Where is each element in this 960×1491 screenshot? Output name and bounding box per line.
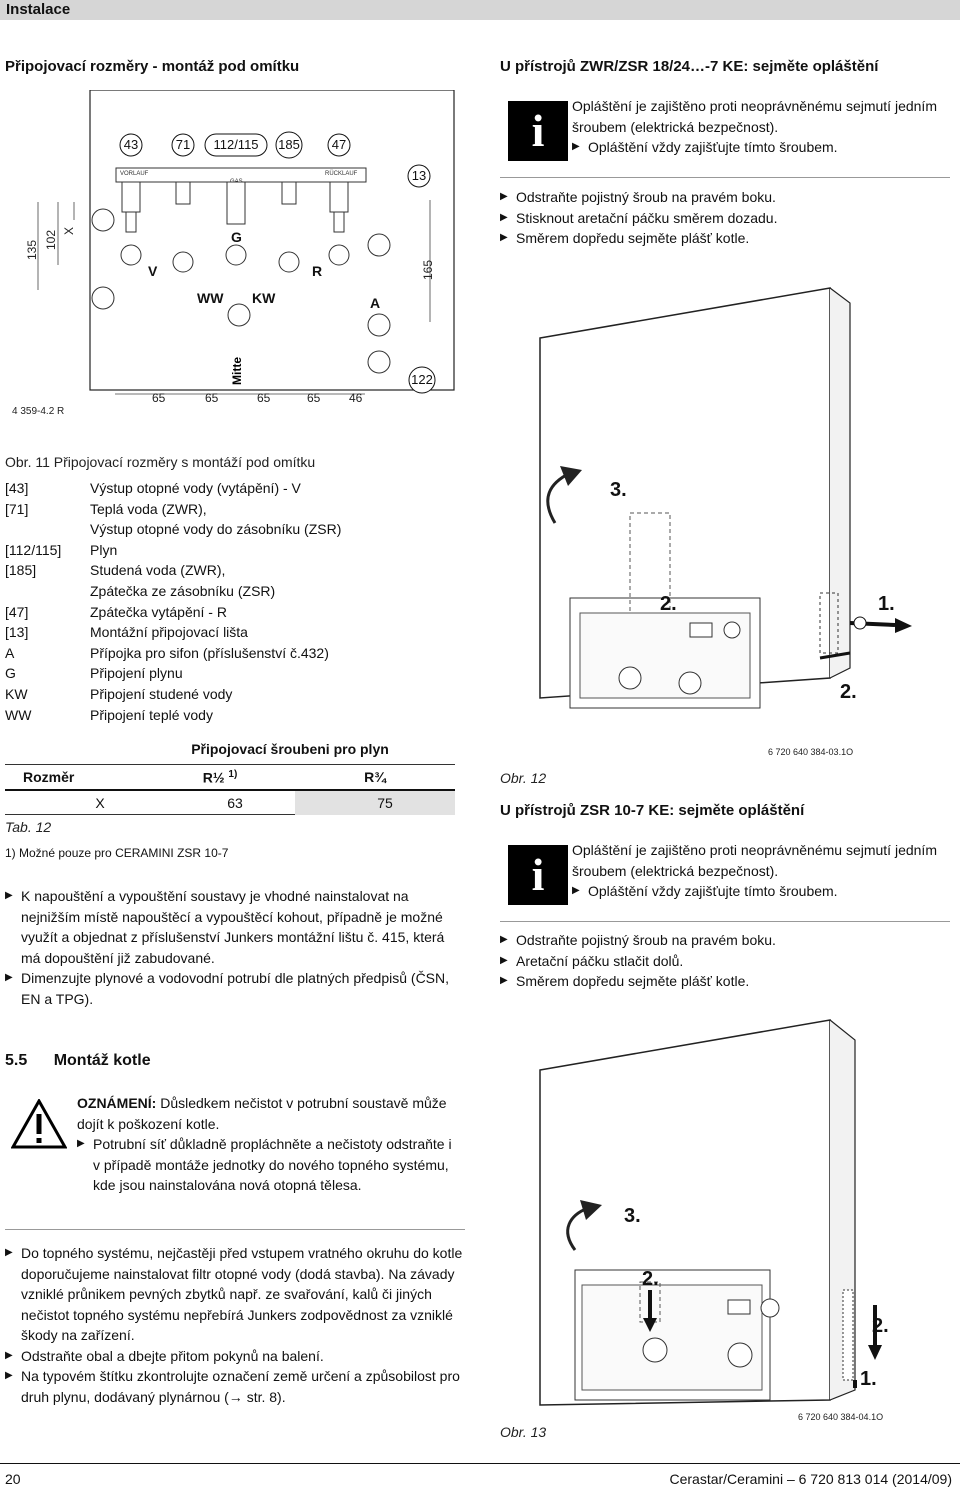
legend-row: [47]Zpátečka vytápění - R <box>5 603 227 620</box>
warning-triangle-icon <box>11 1099 67 1149</box>
notice-label: OZNÁMENÍ: <box>77 1095 157 1111</box>
installation-bullets: Do topného systému, nejčastěji před vstu… <box>5 1243 465 1407</box>
list-item: Do topného systému, nejčastěji před vstu… <box>5 1243 465 1346</box>
label-ww: WW <box>197 290 224 306</box>
legend-row: [71]Teplá voda (ZWR), <box>5 500 207 517</box>
figure-legend: [43]Výstup otopné vody (vytápění) - V [7… <box>5 478 475 725</box>
list-item: Stisknout aretační páčku směrem dozadu. <box>500 208 950 229</box>
list-item: Aretační páčku stlačit dolů. <box>500 951 950 972</box>
info-box-1: i Opláštění je zajištěno proti neoprávně… <box>500 96 950 178</box>
dim-65-c: 65 <box>257 391 271 405</box>
step-3-label: 3. <box>610 479 627 501</box>
remove-casing-heading-2: U přístrojů ZSR 10-7 KE: sejměte opláště… <box>500 802 805 819</box>
dim-65-a: 65 <box>152 391 166 405</box>
step-2-label-a: 2. <box>642 1268 659 1290</box>
label-a: A <box>370 295 380 311</box>
info-icon: i <box>508 101 568 161</box>
list-item: K napouštění a vypouštění soustavy je vh… <box>5 886 465 968</box>
label-71: 71 <box>176 137 190 152</box>
dim-x: X <box>62 227 76 235</box>
label-mitte: Mitte <box>230 357 244 385</box>
label-185: 185 <box>278 137 300 152</box>
info-text: Opláštění je zajištěno proti neoprávněné… <box>572 842 937 879</box>
section-name: Montáž kotle <box>53 1052 151 1069</box>
table-caption: Tab. 12 <box>5 819 52 835</box>
step-1-label: 1. <box>878 593 895 615</box>
legend-row: [112/115]Plyn <box>5 541 118 558</box>
section-header: Instalace <box>0 0 960 20</box>
dim-135: 135 <box>25 240 39 260</box>
connection-dimensions-heading: Připojovací rozměry - montáž pod omítku <box>5 58 300 75</box>
figure-11-caption: Obr. 11 Připojovací rozměry s montáží po… <box>5 454 316 470</box>
notice-box: OZNÁMENÍ: Důsledkem nečistot v potrubní … <box>5 1085 465 1230</box>
info-box-2: i Opláštění je zajištěno proti neoprávně… <box>500 840 950 922</box>
boiler-figure-12: 3. 2. 1. 2. 6 720 640 384-03.1O <box>539 287 912 757</box>
notice-bullet: Potrubní síť důkladně propláchněte a neč… <box>77 1134 462 1196</box>
info-icon: i <box>508 845 568 905</box>
page-number: 20 <box>5 1471 21 1487</box>
boiler-figure-13: 3. 2. 2. 1. 6 720 640 384-04.1O <box>539 1019 889 1422</box>
figure-code: 6 720 640 384-04.1O <box>798 1412 883 1422</box>
step-2-label-b: 2. <box>872 1315 889 1337</box>
dim-46: 46 <box>349 391 363 405</box>
steps-1: Odstraňte pojistný šroub na pravém boku.… <box>500 187 950 249</box>
rucklauf-label: RÜCKLAUF <box>325 170 358 177</box>
legend-row: Výstup otopné vody do zásobníku (ZSR) <box>90 521 342 538</box>
table-header-row: Rozměr R½ 1) R¾ <box>5 765 455 791</box>
figure-12-caption: Obr. 12 <box>500 770 547 786</box>
remove-casing-heading-1: U přístrojů ZWR/ZSR 18/24…-7 KE: sejměte… <box>500 58 879 75</box>
label-r: R <box>312 263 322 279</box>
legend-row: [43]Výstup otopné vody (vytápění) - V <box>5 480 301 496</box>
dim-165: 165 <box>421 260 435 280</box>
dim-65-d: 65 <box>307 391 321 405</box>
label-47: 47 <box>332 137 346 152</box>
list-item: Odstraňte pojistný šroub na pravém boku. <box>500 187 950 208</box>
legend-row: [185]Studená voda (ZWR), <box>5 562 226 579</box>
table-row: X 63 75 <box>5 790 455 815</box>
figure-code: 6 720 640 384-03.1O <box>768 747 853 757</box>
info-bullet: Opláštění vždy zajišťujte tímto šroubem. <box>572 881 942 902</box>
legend-row: [13]Montážní připojovací lišta <box>5 624 248 641</box>
info-bullet: Opláštění vždy zajišťujte tímto šroubem. <box>572 137 942 158</box>
table-footnote: 1) Možné pouze pro CERAMINI ZSR 10-7 <box>5 846 229 860</box>
label-kw: KW <box>252 290 276 306</box>
list-item: Na typovém štítku zkontrolujte označení … <box>5 1366 465 1407</box>
list-item: Odstraňte obal a dbejte přitom pokynů na… <box>5 1346 465 1367</box>
step-2-label-b: 2. <box>840 681 857 703</box>
figure-code: 4 359-4.2 R <box>12 406 64 417</box>
list-item: Směrem dopředu sejměte plášť kotle. <box>500 228 950 249</box>
legend-row: Zpátečka ze zásobníku (ZSR) <box>90 582 276 599</box>
steps-2: Odstraňte pojistný šroub na pravém boku.… <box>500 930 950 992</box>
dim-102: 102 <box>44 230 58 250</box>
drain-bullets: K napouštění a vypouštění soustavy je vh… <box>5 886 465 1009</box>
list-item: Odstraňte pojistný šroub na pravém boku. <box>500 930 950 951</box>
step-2-label-a: 2. <box>660 593 677 615</box>
label-122: 122 <box>411 372 433 387</box>
footer-rule <box>0 1463 960 1464</box>
label-112-115: 112/115 <box>213 137 258 152</box>
dim-65-b: 65 <box>205 391 219 405</box>
label-43: 43 <box>124 137 138 152</box>
document-id: Cerastar/Ceramini – 6 720 813 014 (2014/… <box>669 1471 952 1487</box>
connection-dimensions-figure: 43 71 112/115 185 47 13 122 VORLAUF GAS … <box>12 90 455 417</box>
section-title: 5.5 Montáž kotle <box>5 1052 151 1070</box>
notice-text: Důsledkem nečistot v potrubní soustavě m… <box>77 1095 447 1132</box>
info-text: Opláštění je zajištěno proti neoprávněné… <box>572 98 937 135</box>
section-number: 5.5 <box>5 1052 28 1069</box>
gas-fitting-table: Připojovací šroubeni pro plyn Rozměr R½ … <box>5 741 455 815</box>
label-v: V <box>148 263 158 279</box>
figure-13-caption: Obr. 13 <box>500 1424 547 1440</box>
table-group-header: Připojovací šroubeni pro plyn <box>5 741 455 765</box>
vorlauf-label: VORLAUF <box>120 171 149 177</box>
step-3-label: 3. <box>624 1205 641 1227</box>
step-1-label: 1. <box>860 1368 877 1390</box>
list-item: Směrem dopředu sejměte plášť kotle. <box>500 971 950 992</box>
list-item: Dimenzujte plynové a vodovodní potrubí d… <box>5 968 465 1009</box>
label-13: 13 <box>412 168 426 183</box>
label-g: G <box>231 229 242 245</box>
